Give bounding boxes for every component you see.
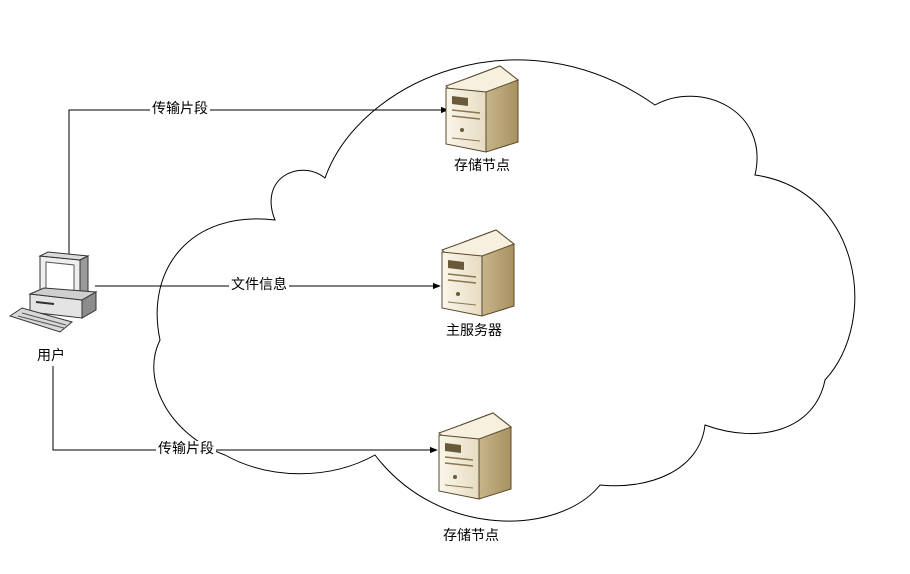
edge-user-to-storage-top <box>68 106 449 262</box>
network-cloud <box>153 59 856 522</box>
edge-label-transfer-fragment: 传输片段 <box>156 441 216 457</box>
node-label-master-server: 主服务器 <box>446 323 502 339</box>
edge-label-file-info: 文件信息 <box>229 277 289 293</box>
edge-user-to-storage-bottom <box>52 366 438 454</box>
computer-icon <box>8 251 98 333</box>
node-label-storage-top: 存储节点 <box>454 158 510 174</box>
server-icon <box>441 229 515 317</box>
edge-label-transfer-fragment: 传输片段 <box>150 101 210 117</box>
node-label-storage-bottom: 存储节点 <box>443 528 499 544</box>
node-label-user: 用户 <box>37 348 65 364</box>
server-icon <box>438 412 512 500</box>
server-icon <box>445 65 519 153</box>
